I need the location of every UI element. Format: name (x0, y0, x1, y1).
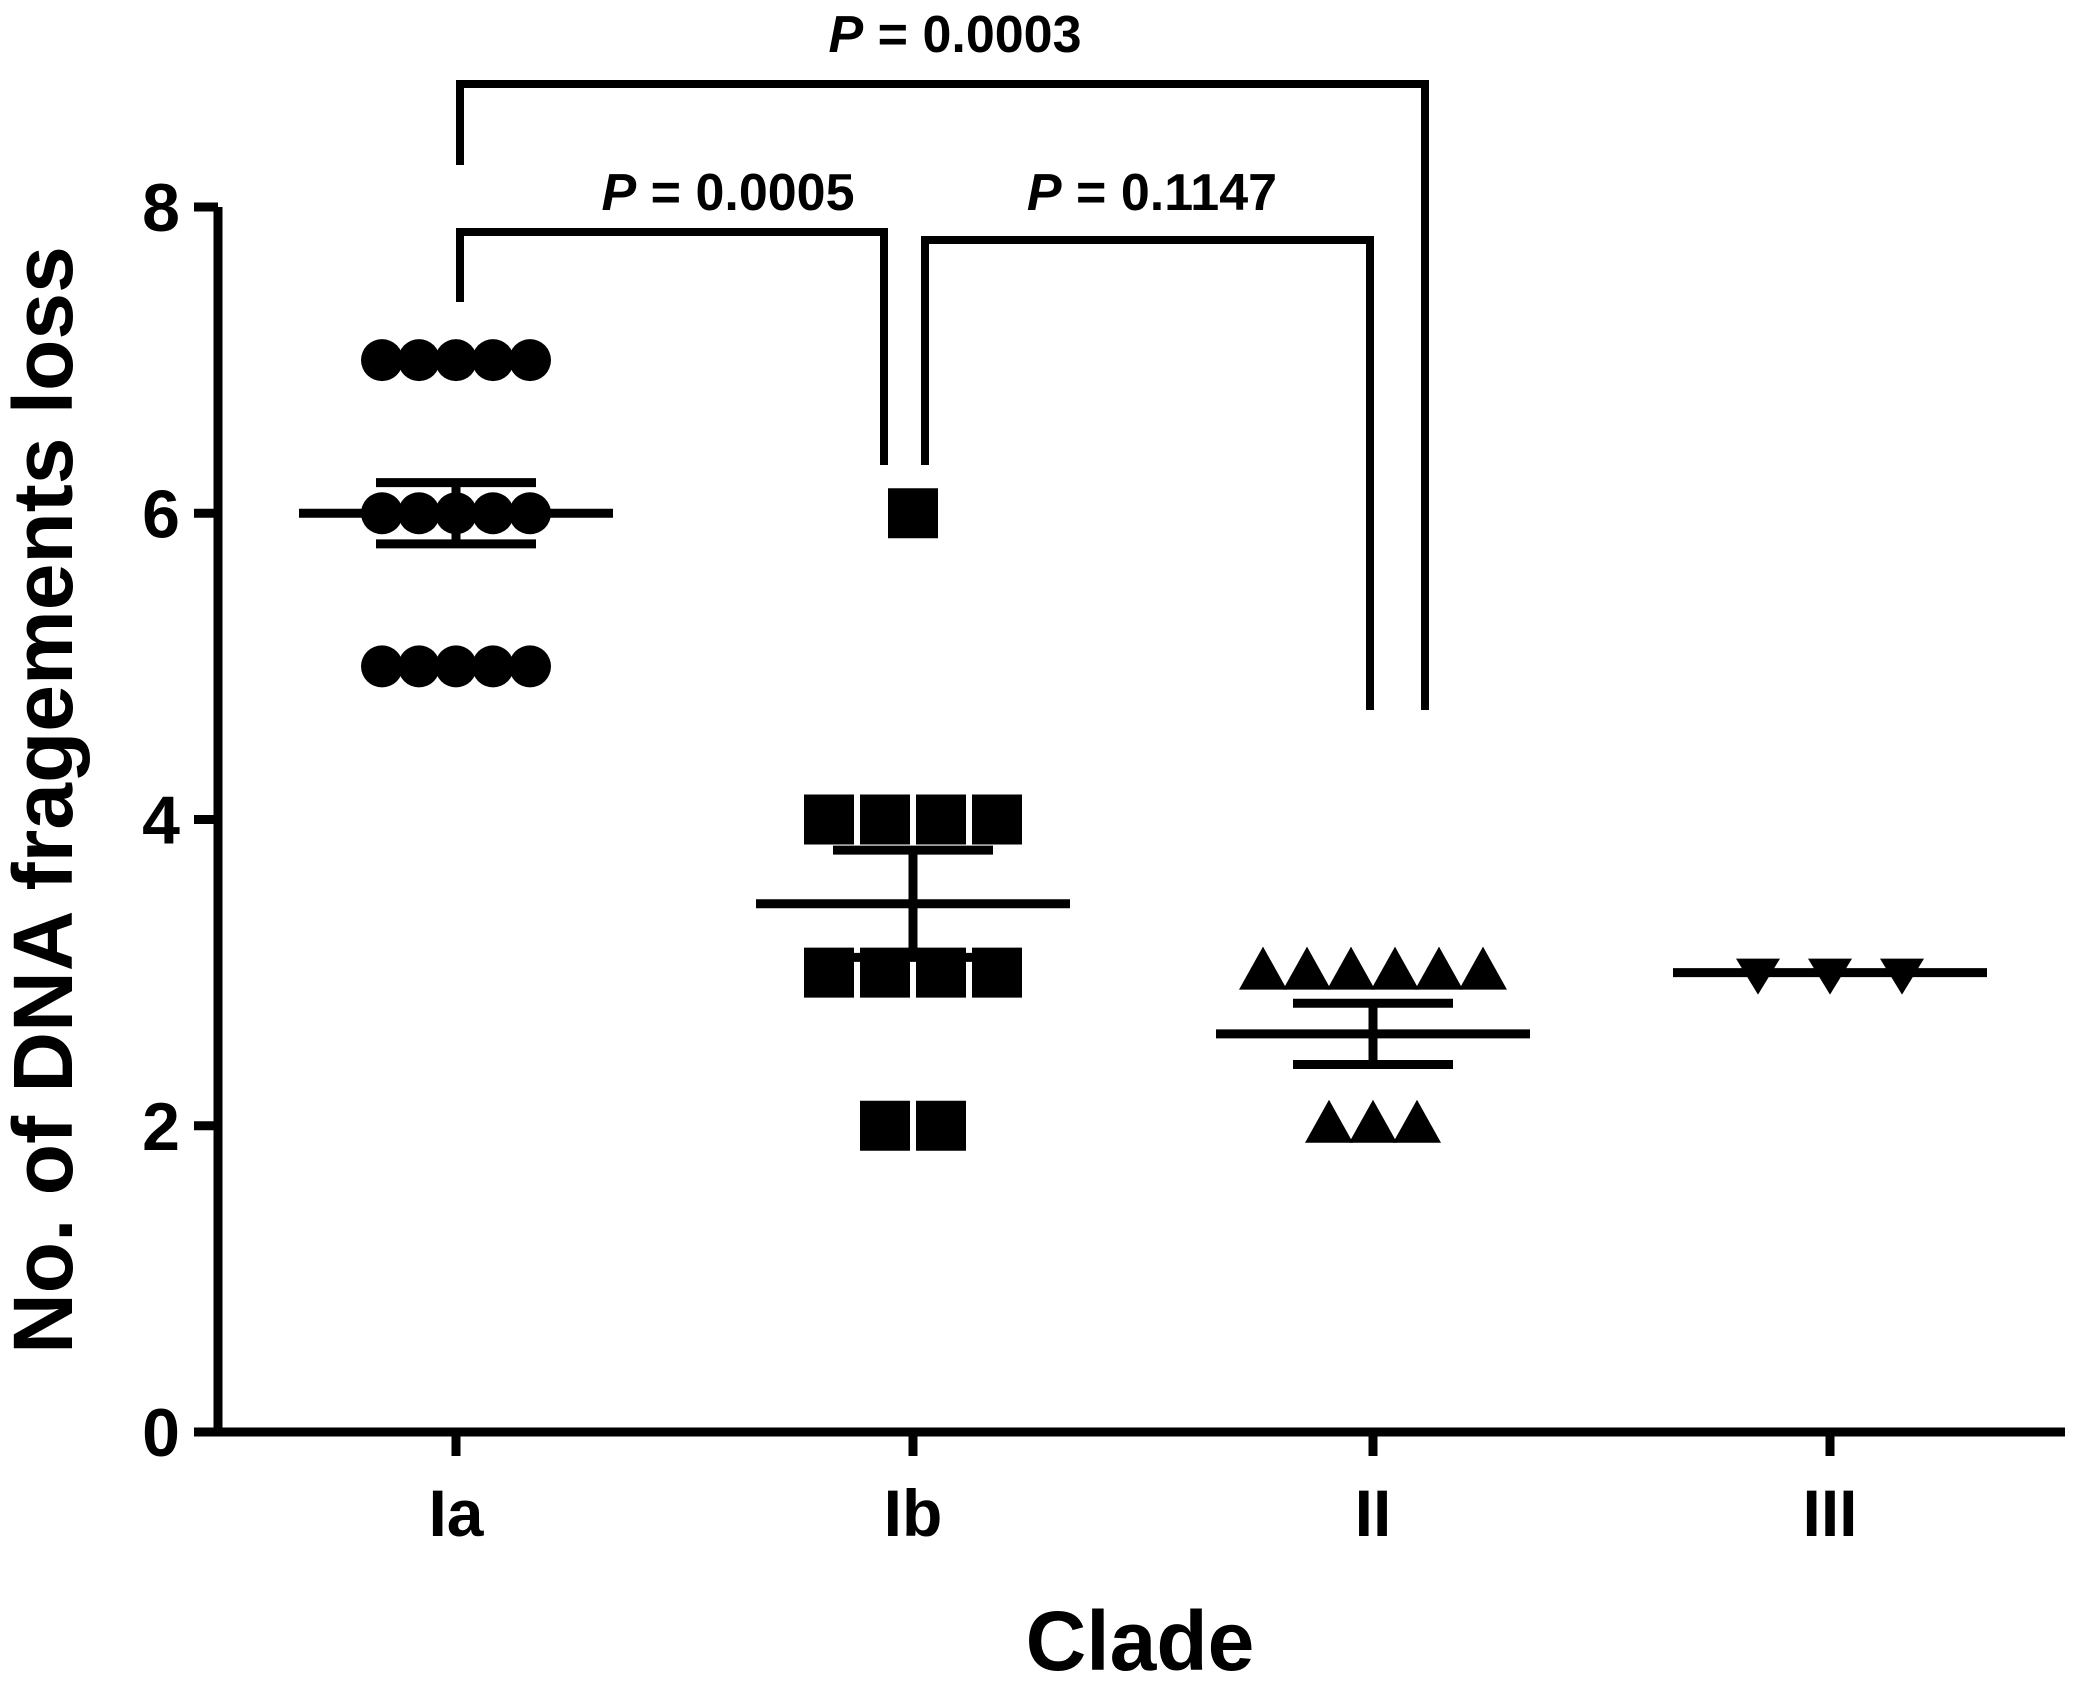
data-point-circle (509, 339, 551, 382)
data-point-triangle-up (1349, 1099, 1397, 1143)
data-point-triangle-up (1459, 946, 1507, 990)
x-tick-label: III (1802, 1476, 1857, 1550)
y-tick-label: 8 (142, 170, 180, 246)
significance-bracket (456, 228, 888, 465)
data-point-triangle-up (1393, 1099, 1441, 1143)
data-point-circle (472, 339, 514, 382)
significance-bracket (456, 80, 1429, 710)
x-axis-title: Clade (1026, 1594, 1255, 1686)
x-tick-label: Ib (884, 1476, 943, 1550)
p-symbol: P (1027, 164, 1062, 222)
p-value-text: = 0.1147 (1062, 164, 1277, 222)
data-point-circle (398, 645, 440, 688)
y-tick-label: 0 (142, 1395, 180, 1471)
p-symbol: P (602, 164, 637, 222)
y-tick-label: 4 (142, 783, 180, 859)
data-point-square (888, 488, 938, 539)
data-point-triangle-up (1305, 1099, 1353, 1143)
p-value-label: P = 0.0003 (829, 6, 1082, 64)
data-point-circle (472, 645, 514, 688)
data-point-square (972, 794, 1022, 845)
data-point-triangle-up (1283, 946, 1331, 990)
data-marks (299, 339, 1987, 1151)
data-point-circle (361, 339, 403, 382)
data-point-square (804, 794, 854, 845)
data-point-circle (435, 339, 477, 382)
data-point-triangle-up (1327, 946, 1375, 990)
y-tick-label: 6 (142, 476, 180, 552)
x-tick-label: II (1355, 1476, 1392, 1550)
data-point-circle (361, 645, 403, 688)
data-point-triangle-up (1239, 946, 1287, 990)
data-point-square (860, 794, 910, 845)
data-point-triangle-up (1415, 946, 1463, 990)
significance-bracket (921, 236, 1374, 710)
p-value-label: P = 0.1147 (1027, 164, 1277, 222)
data-point-circle (398, 339, 440, 382)
y-tick-label: 2 (142, 1089, 180, 1165)
p-value-label: P = 0.0005 (602, 164, 855, 222)
data-point-triangle-up (1371, 946, 1419, 990)
p-value-text: = 0.0003 (863, 6, 1081, 64)
x-tick-label: Ia (428, 1476, 484, 1550)
data-point-circle (435, 645, 477, 688)
p-value-text: = 0.0005 (636, 164, 854, 222)
data-point-square (916, 794, 966, 845)
data-point-circle (509, 645, 551, 688)
data-point-square (916, 1100, 966, 1151)
p-symbol: P (829, 6, 864, 64)
y-axis-title: No. of DNA fragements loss (0, 246, 90, 1354)
data-point-square (860, 1100, 910, 1151)
